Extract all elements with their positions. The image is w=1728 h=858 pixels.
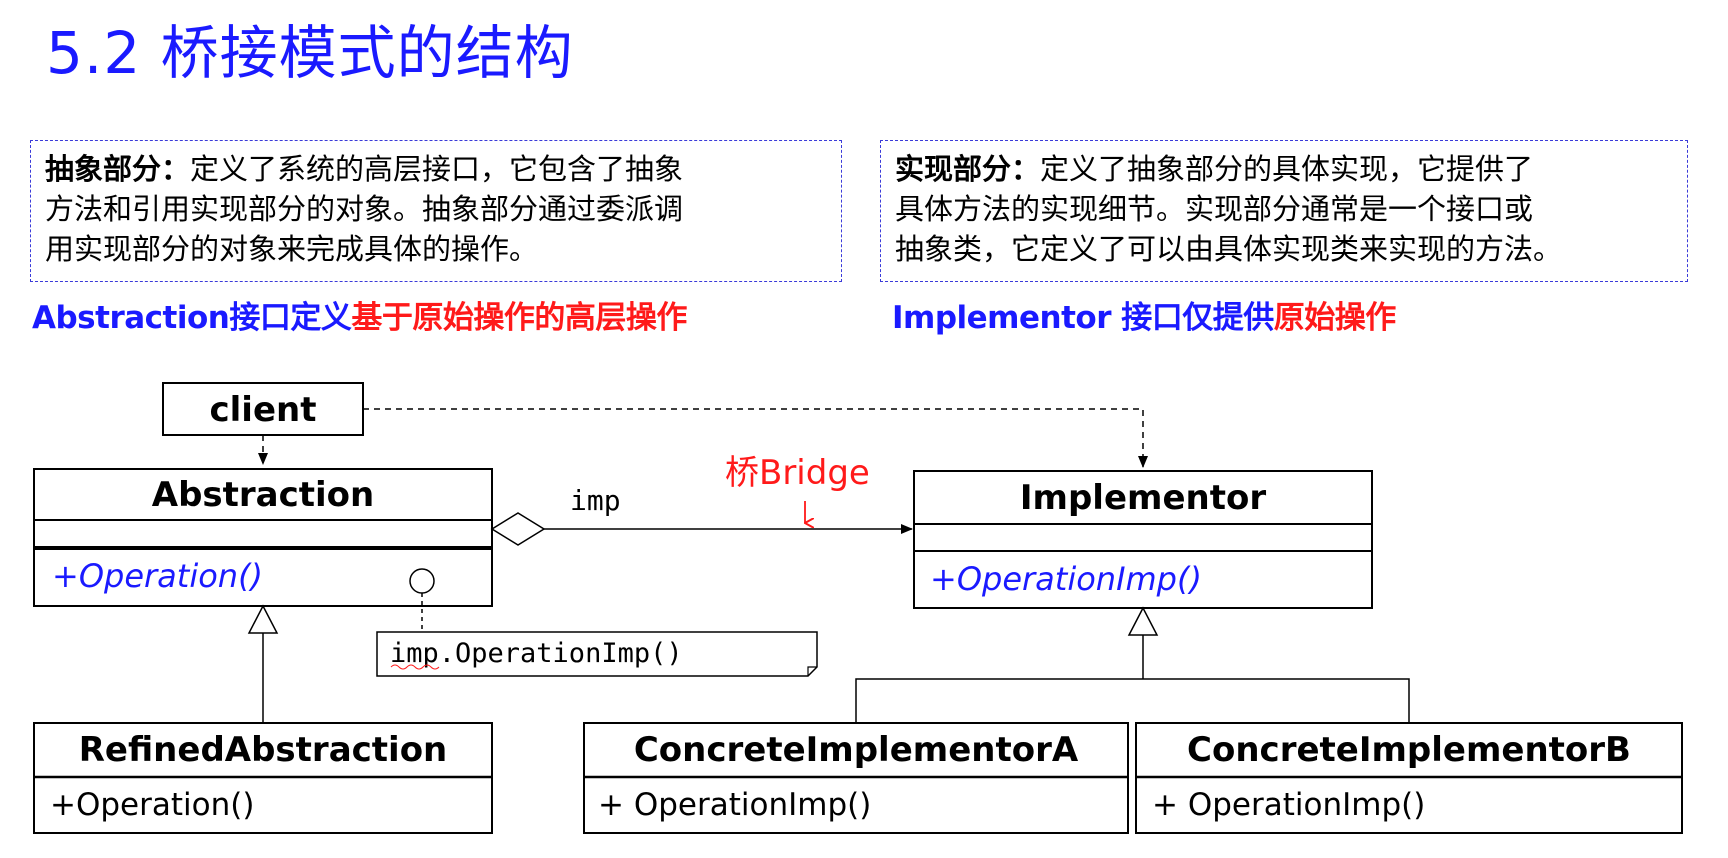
imp-label: imp: [570, 484, 621, 517]
implementor-heading: 实现部分：: [895, 152, 1041, 186]
implementor-desc-line2: 具体方法的实现细节。实现部分通常是一个接口或: [895, 192, 1534, 226]
refined-name: RefinedAbstraction: [79, 730, 448, 770]
client-to-implementor-dependency: [363, 408, 1148, 468]
abstraction-note: Abstraction接口定义基于原始操作的高层操作: [32, 292, 687, 337]
spellcheck-squiggle: [390, 664, 440, 670]
abstraction-operation: +Operation(): [52, 557, 263, 595]
abstraction-desc-line2: 方法和引用实现部分的对象。抽象部分通过委派调: [45, 192, 684, 226]
concrete-a-operation: + OperationImp(): [598, 787, 871, 823]
abstraction-heading: 抽象部分：: [45, 152, 191, 186]
concrete-inheritance-branch: [855, 678, 1410, 723]
implementor-operation: +OperationImp(): [930, 560, 1202, 598]
implementor-inheritance-triangle: [1127, 606, 1159, 636]
abstraction-note-blue: Abstraction接口定义: [32, 300, 352, 336]
implementor-desc-line3: 抽象类，它定义了可以由具体实现类来实现的方法。: [895, 232, 1563, 266]
implementor-note-blue: Implementor 接口仅提供: [892, 300, 1274, 336]
concrete-implementor-a-class: ConcreteImplementorA + OperationImp(): [583, 722, 1129, 834]
abstraction-name: Abstraction: [152, 475, 374, 515]
abstraction-description: 抽象部分：定义了系统的高层接口，它包含了抽象 方法和引用实现部分的对象。抽象部分…: [30, 140, 842, 282]
abstraction-note-red: 基于原始操作的高层操作: [351, 300, 687, 336]
abstraction-class: Abstraction +Operation(): [33, 468, 493, 607]
concrete-b-operation: + OperationImp(): [1152, 787, 1425, 823]
page-title: 5.2 桥接模式的结构: [46, 19, 574, 87]
implementor-note-red: 原始操作: [1273, 300, 1397, 336]
note-text: imp.OperationImp(): [390, 638, 683, 669]
bridge-label: 桥Bridge: [725, 453, 870, 493]
abstraction-inheritance-triangle: [247, 604, 279, 634]
implementor-note: Implementor 接口仅提供原始操作: [892, 292, 1396, 337]
aggregation-diamond: [490, 512, 546, 546]
concrete-implementor-b-class: ConcreteImplementorB + OperationImp(): [1135, 722, 1683, 834]
abstraction-desc-line3: 用实现部分的对象来完成具体的操作。: [45, 232, 539, 266]
implementor-class: Implementor +OperationImp(): [913, 470, 1373, 609]
refined-operation: +Operation(): [50, 787, 254, 823]
implementor-desc-line1: 定义了抽象部分的具体实现，它提供了: [1040, 152, 1534, 186]
note-anchor-circle: [409, 568, 435, 594]
concrete-b-name: ConcreteImplementorB: [1187, 730, 1631, 770]
client-label: client: [210, 390, 317, 430]
client-class: client: [162, 382, 364, 436]
abstraction-desc-line1: 定义了系统的高层接口，它包含了抽象: [190, 152, 684, 186]
implementor-name: Implementor: [1020, 478, 1266, 518]
implementor-description: 实现部分：定义了抽象部分的具体实现，它提供了 具体方法的实现细节。实现部分通常是…: [880, 140, 1688, 282]
operation-note: imp.OperationImp(): [376, 631, 818, 677]
refined-abstraction-class: RefinedAbstraction +Operation(): [33, 722, 493, 834]
concrete-a-name: ConcreteImplementorA: [634, 730, 1079, 770]
